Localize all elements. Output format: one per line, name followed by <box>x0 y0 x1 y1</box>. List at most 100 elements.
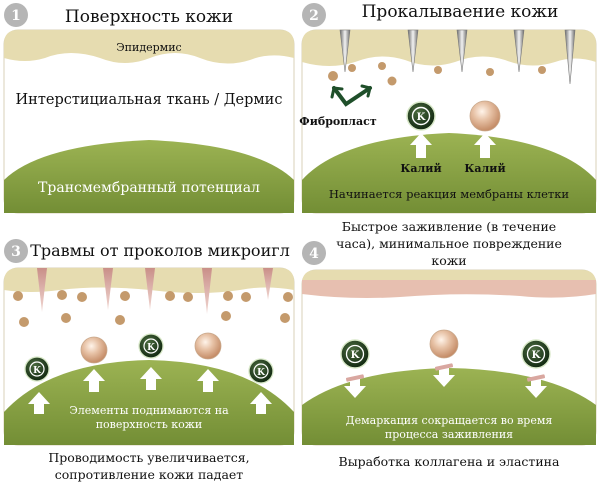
up-arrow <box>410 133 432 158</box>
panel-3-caption-line: Проводимость увеличивается, <box>48 450 249 465</box>
potassium-symbol: K <box>532 350 541 361</box>
demarcation-bar <box>434 363 454 371</box>
panel-2: Фибропласт K Калий Калий Начинается реак… <box>299 2 597 268</box>
potassium-symbol: K <box>351 350 360 361</box>
dermis-label: Интерстициальная ткань / Дермис <box>16 92 283 108</box>
panel-3: K K K Элементы поднимаются на поверхност… <box>3 239 295 482</box>
particle <box>486 68 494 76</box>
needle <box>339 29 351 73</box>
panel-4-epidermis-top <box>302 270 596 284</box>
up-arrow <box>83 369 105 392</box>
particle <box>57 290 67 300</box>
particle <box>221 311 231 321</box>
particle <box>19 317 29 327</box>
down-arrow <box>525 377 547 398</box>
potassium-label-1: Калий <box>400 162 441 175</box>
puncture <box>103 268 113 310</box>
panel-3-punctures <box>37 268 273 314</box>
panel-2-needles <box>339 29 576 85</box>
potassium-symbol: K <box>33 366 42 376</box>
panel-3-up-arrows <box>28 367 272 414</box>
down-arrow <box>344 377 366 398</box>
potassium-symbol: K <box>257 368 266 378</box>
panel-2-badge <box>302 3 326 27</box>
down-arrow <box>433 366 455 387</box>
particle <box>283 292 293 302</box>
panel-4-potassium-ion: K <box>521 339 551 369</box>
up-arrow <box>140 367 162 390</box>
panel-3-number: 3 <box>11 244 21 260</box>
panel-4-potassium-ion: K <box>340 339 370 369</box>
panel-3-potassium-ion: K <box>248 358 274 384</box>
particle <box>328 71 338 81</box>
panel-2-caption-line: часа), минимальное повреждение <box>336 236 562 251</box>
particle <box>241 292 251 302</box>
panel-3-membrane <box>4 360 294 445</box>
panel-3-particles <box>13 290 293 327</box>
panel-4-membrane-label-line: процесса заживления <box>385 428 513 441</box>
up-arrow <box>250 392 272 414</box>
cell-element <box>80 336 108 364</box>
cell-element <box>469 100 501 132</box>
up-arrow <box>474 133 496 158</box>
panel-2-membrane <box>302 133 596 213</box>
panel-4-collagen-band <box>302 280 596 298</box>
particle <box>434 66 442 74</box>
up-arrow <box>28 392 50 414</box>
panel-4: K K Демаркация сокращается во время проц… <box>301 241 597 469</box>
up-arrow <box>197 369 219 392</box>
demarcation-bar <box>345 374 365 382</box>
panel-2-title: Прокалываение кожи <box>362 2 559 22</box>
needle <box>456 29 468 73</box>
potassium-label-2: Калий <box>464 162 505 175</box>
panel-3-caption-line: сопротивление кожи падает <box>55 467 244 482</box>
cell-element <box>429 329 459 359</box>
particle <box>61 313 71 323</box>
panel-2-caption-line: Быстрое заживление (в течение <box>342 219 556 234</box>
potassium-symbol: K <box>147 343 156 353</box>
panel-1-number: 1 <box>11 8 21 24</box>
particle <box>387 76 397 86</box>
puncture <box>145 268 155 310</box>
particle <box>280 313 290 323</box>
particle <box>538 66 546 74</box>
panel-2-caption-line: кожи <box>431 253 466 268</box>
panel-3-membrane-label-line: поверхность кожи <box>96 418 203 431</box>
panel-4-caption-line: Выработка коллагена и эластина <box>339 454 560 469</box>
panel-3-membrane-label-line: Элементы поднимаются на <box>69 404 229 417</box>
panel-1-epidermis <box>4 30 294 64</box>
panel-3-badge <box>4 239 28 263</box>
transmembrane-label: Трансмембранный потенциал <box>38 180 260 196</box>
panel-3-potassium-ion: K <box>138 333 164 359</box>
panel-4-down-arrows <box>344 363 547 398</box>
puncture <box>263 268 273 300</box>
panel-3-title: Травмы от проколов микроигл <box>30 241 290 260</box>
panel-4-membrane <box>302 368 596 445</box>
panel-2-particles <box>328 62 546 86</box>
panel-1-membrane <box>4 140 294 213</box>
particle <box>115 315 125 325</box>
particle <box>183 292 193 302</box>
membrane-reaction-label: Начинается реакция мембраны клетки <box>329 187 570 201</box>
needle <box>407 29 419 73</box>
needle <box>513 29 525 73</box>
particle <box>165 291 175 301</box>
panel-1-badge <box>4 3 28 27</box>
particle <box>13 291 23 301</box>
epidermis-label: Эпидермис <box>116 41 181 54</box>
potassium-symbol: K <box>417 112 426 123</box>
panel-4-number: 4 <box>309 246 319 262</box>
particle <box>120 291 130 301</box>
panel-4-badge <box>302 241 326 265</box>
cell-element <box>194 332 222 360</box>
panel-1: 1 Поверхность кожи Эпидермис Интерстициа… <box>3 3 295 214</box>
puncture <box>37 268 47 312</box>
fibroblast-arrows <box>330 84 372 107</box>
particle <box>348 64 356 72</box>
puncture <box>202 268 212 314</box>
potassium-ion-inner <box>411 106 431 126</box>
panel-3-potassium-ion: K <box>24 356 50 382</box>
fibroblast-label: Фибропласт <box>299 115 377 128</box>
